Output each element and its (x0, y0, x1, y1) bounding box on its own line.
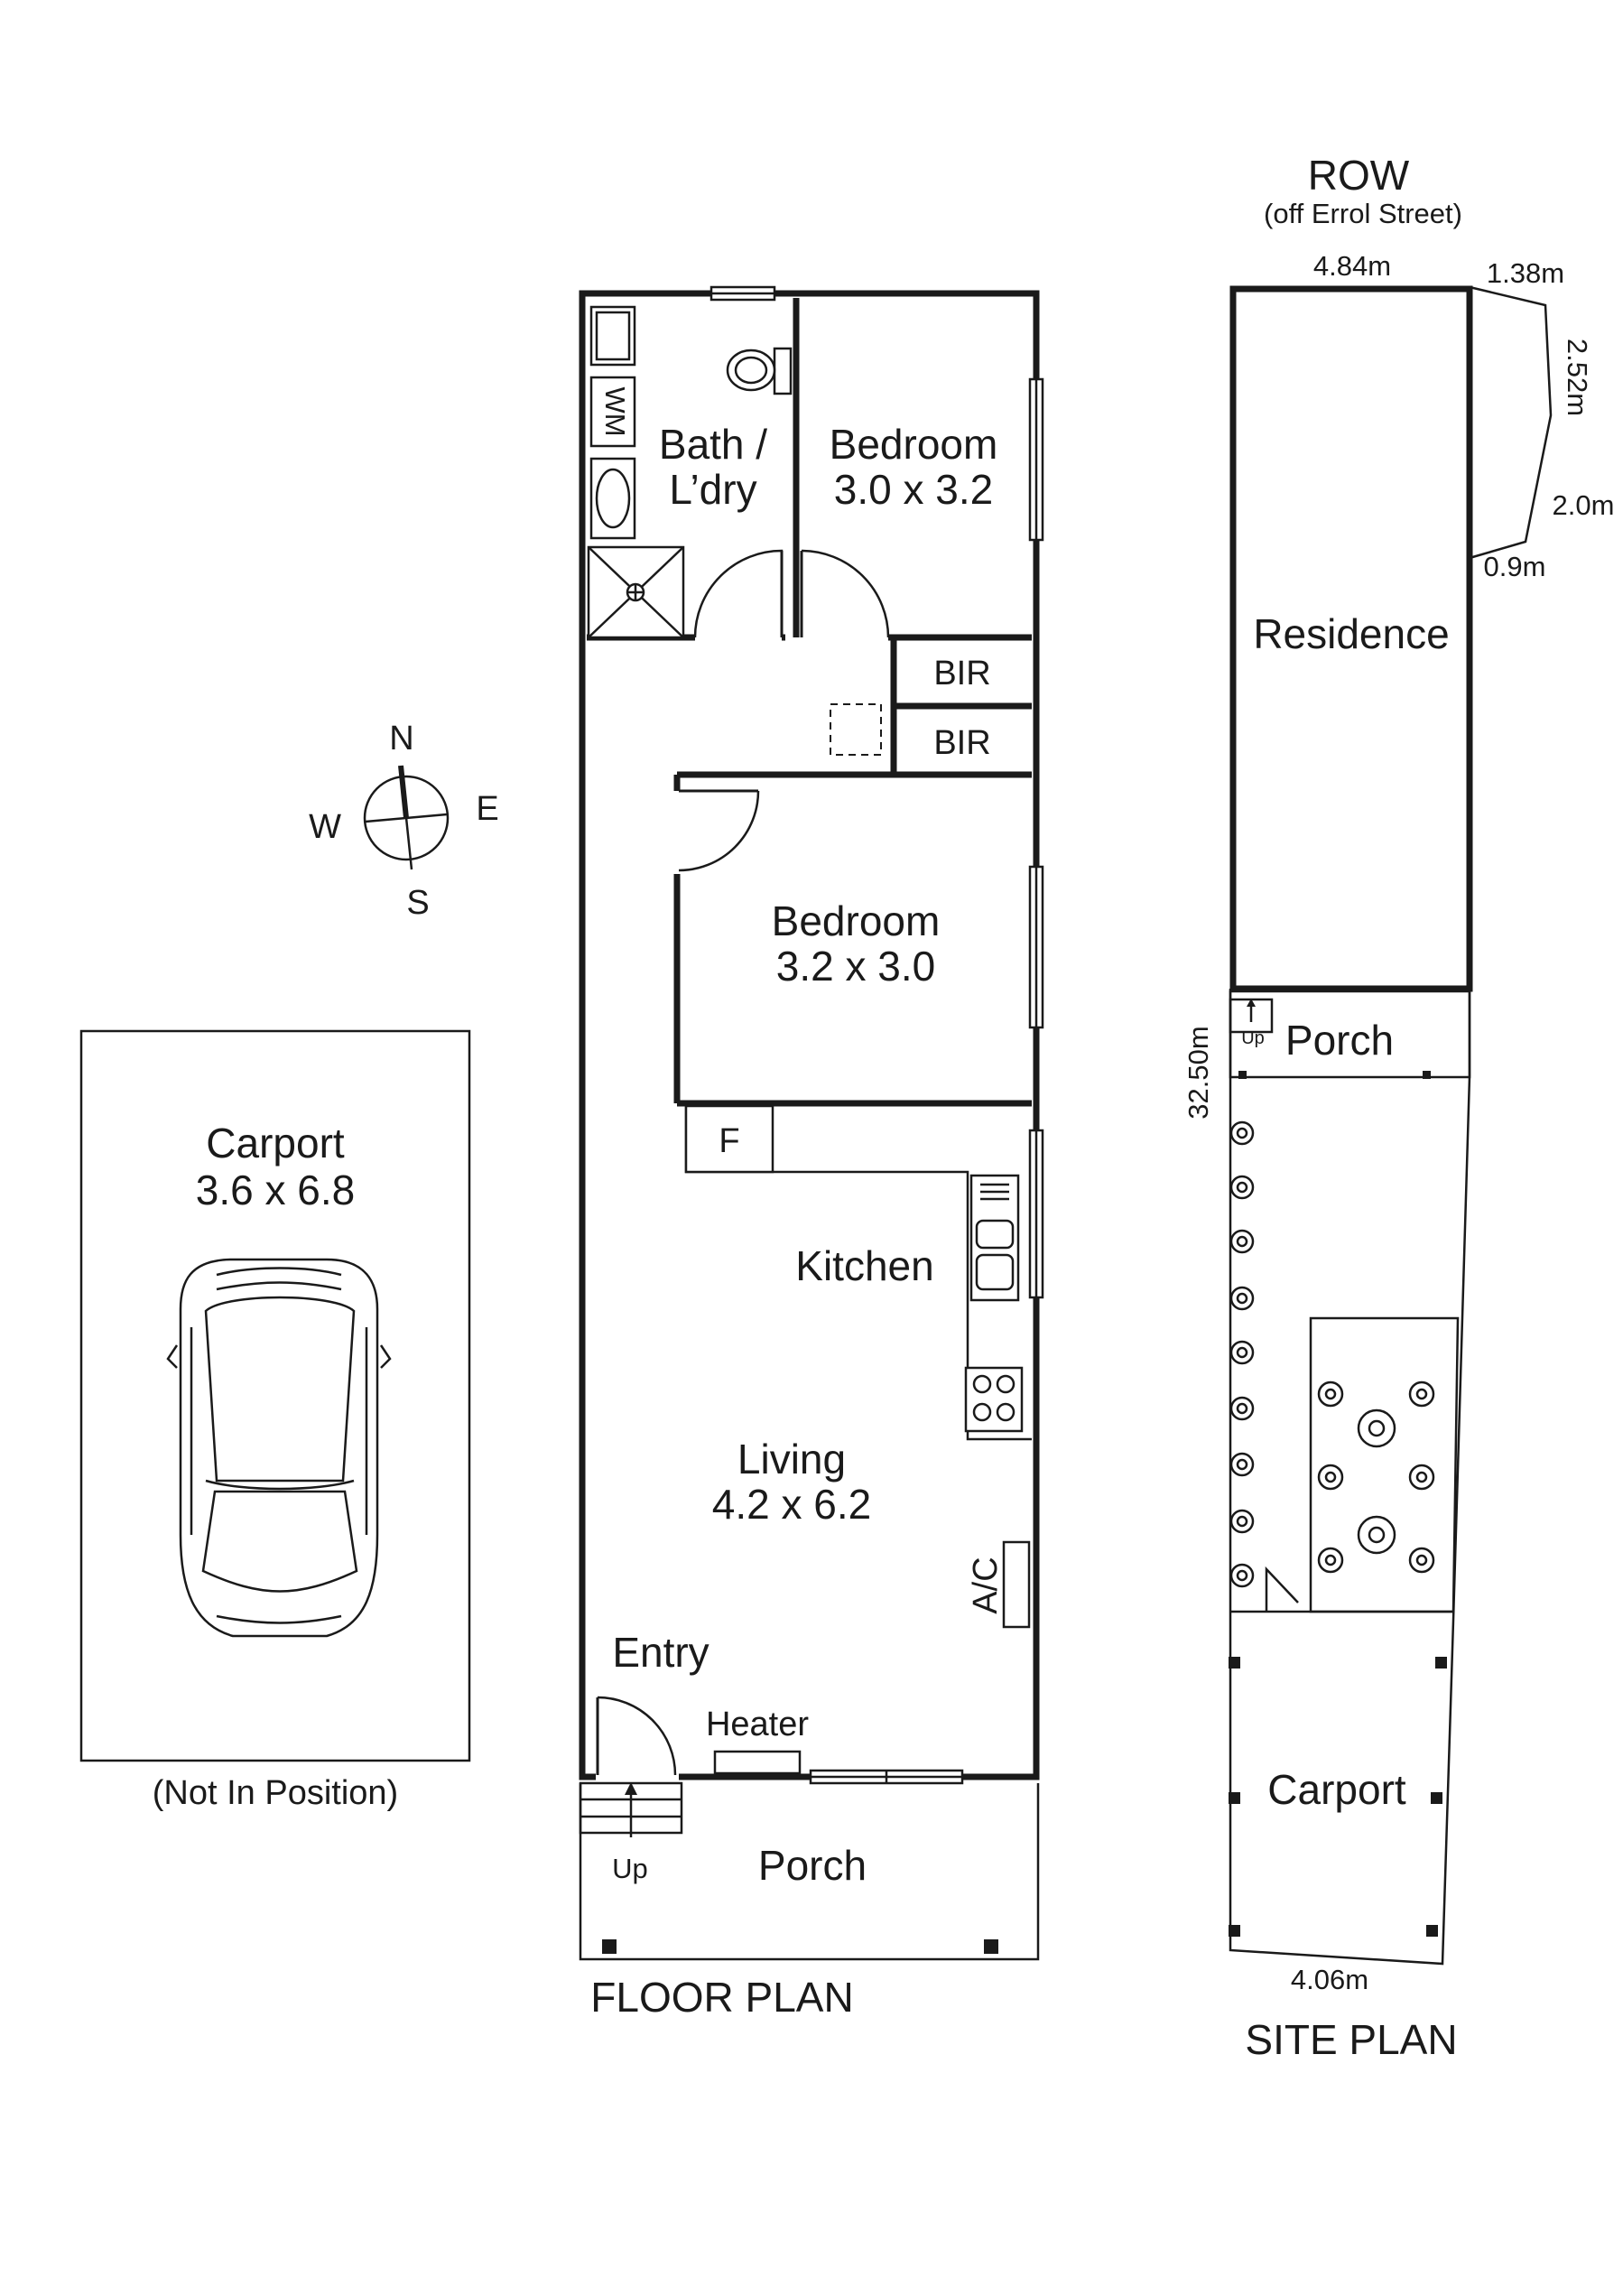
carport-size: 3.6 x 6.8 (196, 1167, 355, 1213)
fridge-space (684, 1104, 774, 1174)
air-conditioner-icon (1002, 1540, 1031, 1629)
garden-plants (1317, 1380, 1435, 1574)
porch-label: Porch (758, 1842, 867, 1889)
carport-title: Carport (206, 1120, 345, 1167)
washing-machine-icon (589, 376, 636, 448)
compass-west-label: W (309, 808, 341, 846)
compass-east-label: E (476, 790, 498, 828)
shrub-row (1229, 1120, 1255, 1588)
toilet-icon (773, 347, 793, 395)
living-size: 4.2 x 6.2 (712, 1481, 871, 1528)
compass-circle (363, 775, 450, 861)
site-porch-outline (1229, 990, 1471, 1079)
site-plan: ROW (off Errol Street) 4.84m 1.38m 2.52m… (1182, 152, 1614, 2063)
bir2-label: BIR (933, 724, 990, 762)
bedroom1-size: 3.0 x 3.2 (834, 466, 993, 513)
dim-2-52: 2.52m (1562, 339, 1593, 416)
kitchen-bench: F (684, 1104, 1032, 1441)
row-label: ROW (1308, 152, 1410, 199)
fridge-label: F (719, 1122, 739, 1160)
bath-fixtures: WM (587, 305, 793, 639)
cooktop-icon (964, 1366, 1024, 1433)
floor-plan-title: FLOOR PLAN (590, 1974, 853, 2021)
entry-label: Entry (612, 1629, 709, 1676)
row-sublabel: (off Errol Street) (1264, 198, 1462, 229)
ceiling-hatch (830, 703, 882, 756)
bedroom2-name: Bedroom (772, 897, 941, 944)
heater-icon (713, 1750, 802, 1775)
dim-bottom: 4.06m (1291, 1964, 1368, 1995)
site-plan-title: SITE PLAN (1245, 2016, 1457, 2063)
living-name: Living (737, 1436, 846, 1483)
porch-outline (579, 1783, 1040, 1961)
windows (709, 285, 1044, 1785)
site-boundary-notch (1469, 285, 1553, 560)
bedroom2-size: 3.2 x 3.0 (776, 943, 935, 990)
compass-south-label: S (406, 884, 429, 922)
site-porch-up-label: Up (1241, 1028, 1265, 1048)
carport-position-note: (Not In Position) (153, 1774, 398, 1812)
sink-icon (969, 1174, 1020, 1302)
dim-top: 4.84m (1313, 250, 1391, 282)
vanity-basin-icon (589, 457, 636, 540)
carport-outline (79, 1029, 471, 1762)
carport-detached: Carport 3.6 x 6.8 (Not In Position) (79, 1029, 471, 1812)
dim-0-9: 0.9m (1484, 551, 1546, 582)
porch-post-right (984, 1939, 998, 1954)
site-carport-posts (1229, 1657, 1447, 1937)
site-porch-label: Porch (1285, 1017, 1394, 1064)
residence-label: Residence (1253, 610, 1449, 657)
site-carport-label: Carport (1267, 1766, 1406, 1813)
compass-north-label: N (389, 720, 413, 758)
bedroom1-name: Bedroom (830, 421, 998, 468)
car-icon (166, 1258, 392, 1638)
kitchen-label: Kitchen (795, 1242, 933, 1289)
dim-left: 32.50m (1182, 1026, 1214, 1119)
bath-door[interactable] (693, 549, 784, 638)
residence-outline (1229, 285, 1473, 992)
ac-label: A/C (967, 1557, 1005, 1613)
porch-up-label: Up (612, 1853, 648, 1884)
floor-plan: BIR BIR WM (579, 285, 1044, 2021)
entry-steps (579, 1781, 683, 1837)
dim-2-0: 2.0m (1553, 489, 1615, 521)
exterior-walls (579, 290, 1040, 1780)
wm-label: WM (599, 386, 631, 436)
compass-rose: N E S W (309, 720, 499, 922)
bath-label-line1: Bath / (659, 421, 767, 468)
dim-1-38: 1.38m (1487, 257, 1564, 289)
bir1-label: BIR (933, 655, 990, 693)
laundry-trough-icon (589, 305, 636, 367)
bath-label-line2: L’dry (669, 466, 756, 513)
heater-label: Heater (706, 1706, 809, 1743)
compass-north-needle (398, 765, 409, 819)
porch-post-left (602, 1939, 617, 1954)
